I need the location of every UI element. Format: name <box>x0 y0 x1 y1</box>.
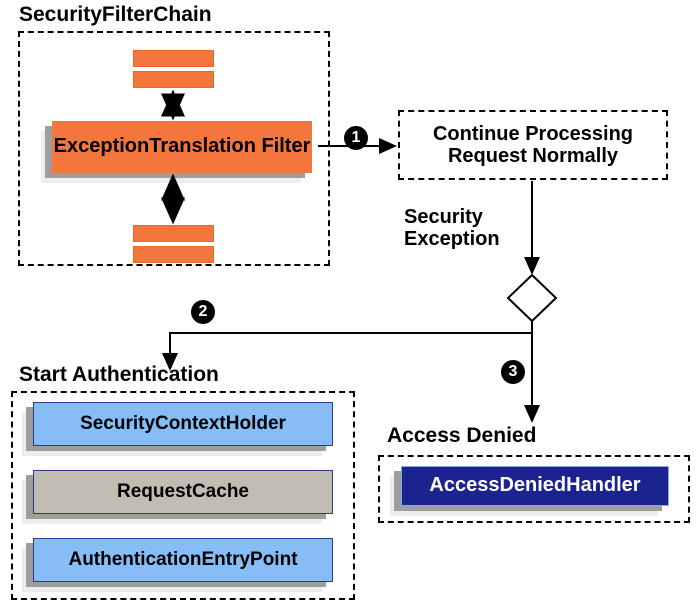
node-label-exception-translation-filter: ExceptionTranslation Filter <box>52 121 312 173</box>
node-label-continue-processing: Continue Processing Request Normally <box>432 122 634 167</box>
group-title-access-denied: Access Denied <box>387 424 537 447</box>
node-access-denied-handler[interactable]: AccessDeniedHandler <box>390 466 669 516</box>
badge-2: 2 <box>191 300 215 324</box>
node-request-cache[interactable]: RequestCache <box>22 470 333 524</box>
node-continue-processing[interactable]: Continue Processing Request Normally <box>398 110 668 180</box>
filter-bar-top-2 <box>133 71 214 88</box>
filter-bar-top-1 <box>133 50 214 67</box>
group-box-start-authentication <box>11 391 355 600</box>
node-label-request-cache: RequestCache <box>33 470 333 514</box>
group-box-access-denied <box>378 455 690 523</box>
node-label-security-context-holder: SecurityContextHolder <box>33 402 333 446</box>
edge-label-security-exception: Security Exception <box>404 206 500 250</box>
decision-diamond <box>506 273 558 323</box>
group-title-security-filter-chain: SecurityFilterChain <box>19 3 212 26</box>
connector-decision-to-start-authentication <box>162 321 533 371</box>
badge-1: 1 <box>344 126 368 150</box>
node-exception-translation-filter[interactable]: ExceptionTranslation Filter <box>41 121 312 183</box>
node-label-access-denied-handler: AccessDeniedHandler <box>401 466 669 506</box>
badge-3: 3 <box>501 360 525 384</box>
node-security-context-holder[interactable]: SecurityContextHolder <box>22 402 333 456</box>
group-title-start-authentication: Start Authentication <box>19 363 219 386</box>
filter-bar-bottom-1 <box>133 225 214 242</box>
node-authentication-entry-point[interactable]: AuthenticationEntryPoint <box>22 538 333 592</box>
node-label-authentication-entry-point: AuthenticationEntryPoint <box>33 538 333 582</box>
group-box-security-filter-chain <box>18 31 330 266</box>
filter-bar-bottom-2 <box>133 246 214 263</box>
